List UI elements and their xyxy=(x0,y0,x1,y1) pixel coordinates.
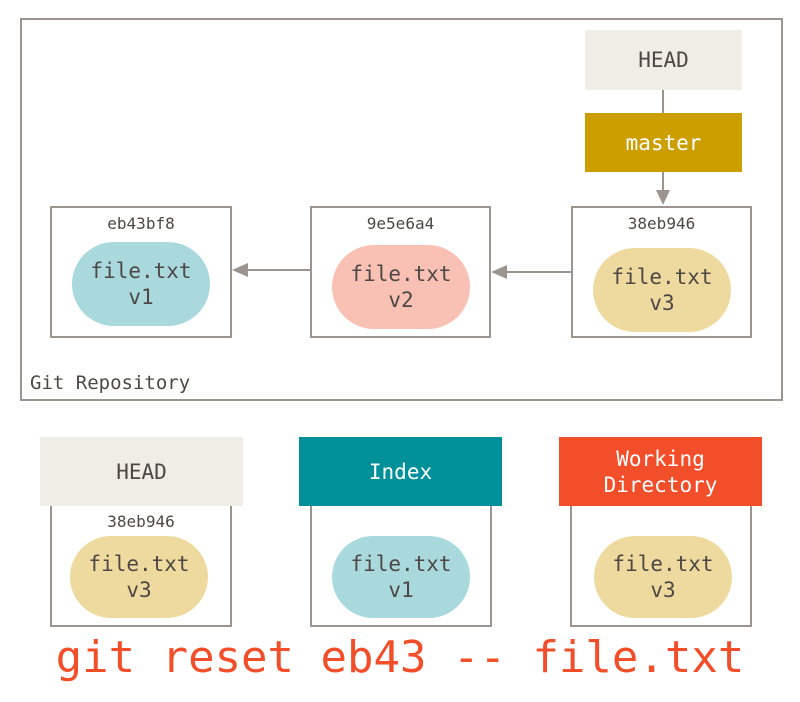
file-name: file.txt xyxy=(350,552,452,576)
arrowhead-1 xyxy=(232,263,248,277)
file-name: file.txt xyxy=(612,552,714,576)
file-name: file.txt xyxy=(611,265,713,289)
command-text: git reset eb43 -- file.txt xyxy=(55,632,745,683)
file-name: file.txt xyxy=(90,259,192,283)
commit-hash: 38eb946 xyxy=(627,214,696,233)
file-version: v3 xyxy=(126,578,152,602)
file-name: file.txt xyxy=(350,262,452,286)
head-tree-title: HEAD xyxy=(40,437,243,506)
commit-hash: eb43bf8 xyxy=(107,214,175,233)
file-version: v1 xyxy=(128,285,154,309)
file-version: v1 xyxy=(388,578,414,602)
master-arrowhead xyxy=(656,190,670,205)
head-pointer: HEAD xyxy=(585,30,742,90)
file-version: v2 xyxy=(388,288,414,312)
working-directory-title: Working Directory xyxy=(559,437,762,506)
master-branch: master xyxy=(585,113,742,172)
file-name: file.txt xyxy=(88,552,190,576)
commit-hash: 9e5e6a4 xyxy=(366,214,435,233)
git-repository-label: Git Repository xyxy=(30,372,191,394)
arrowhead-2 xyxy=(491,265,507,279)
file-version: v3 xyxy=(649,291,675,315)
file-version: v3 xyxy=(650,578,676,602)
commit-hash: 38eb946 xyxy=(107,512,175,531)
index-tree-title: Index xyxy=(299,437,502,506)
